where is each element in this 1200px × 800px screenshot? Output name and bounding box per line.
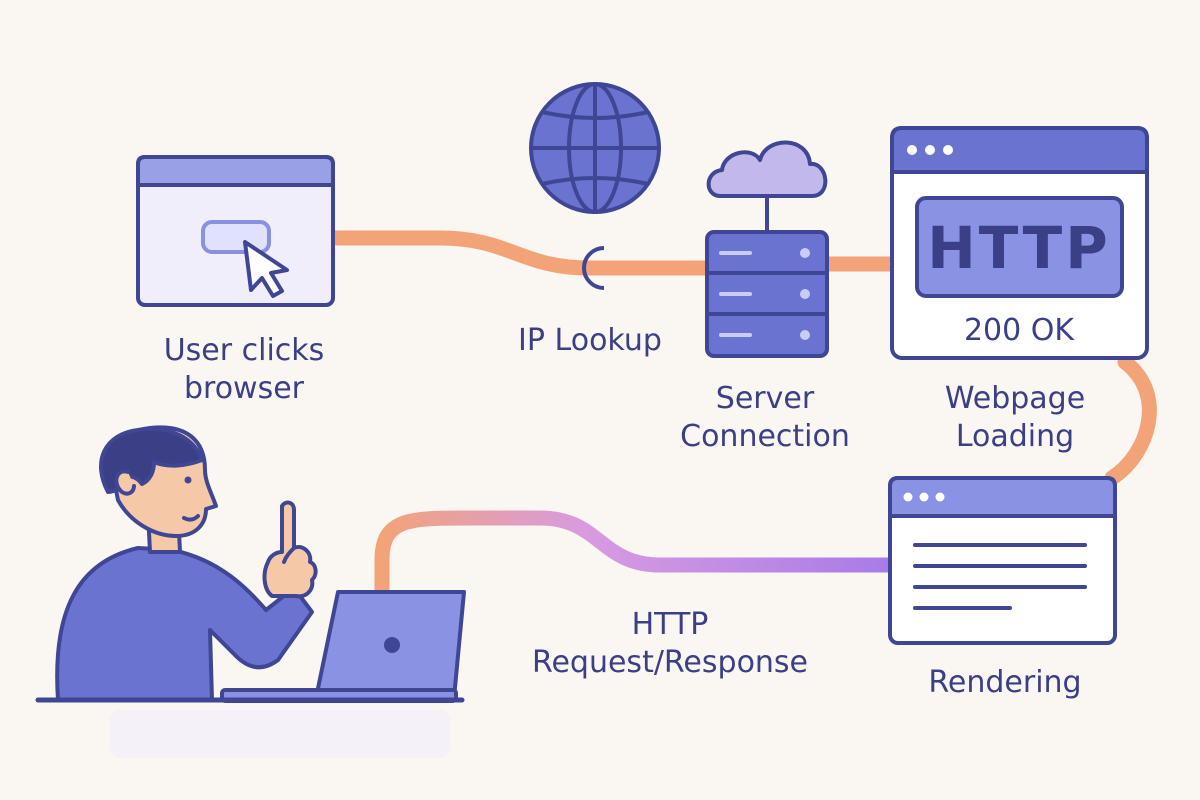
connector-browser-to-server (324, 230, 718, 276)
label-webpage-loading: Webpage Loading (900, 380, 1130, 456)
connectors (324, 230, 1157, 606)
label-webpage-line1: Webpage (944, 381, 1086, 416)
http-badge (915, 196, 1124, 298)
label-server-line1: Server (715, 381, 815, 416)
laptop-logo-icon (384, 637, 400, 653)
cursor-icon (243, 240, 289, 298)
person-illustration (35, 425, 466, 758)
browser-window-icon (136, 155, 335, 307)
label-webpage-line2: Loading (955, 419, 1075, 454)
label-user-clicks: User clicks browser (124, 332, 364, 408)
label-server-line2: Connection (680, 419, 850, 454)
label-ip-lookup-text: IP Lookup (518, 323, 662, 358)
person-eye (184, 476, 192, 484)
label-user-clicks-line1: User clicks (163, 333, 325, 368)
person-ear (114, 469, 136, 496)
connector-laptop-to-rendering (374, 510, 898, 606)
connector-webpage-to-rendering (1104, 354, 1157, 486)
status-text: 200 OK (964, 313, 1075, 348)
label-rendering: Rendering (900, 664, 1110, 702)
label-server-connection: Server Connection (645, 380, 885, 456)
globe-icon (529, 82, 661, 214)
button-icon (201, 220, 271, 254)
http-badge-text: HTTP (927, 214, 1111, 282)
label-user-clicks-line2: browser (183, 371, 305, 406)
person-torso (55, 546, 314, 702)
cloud-icon (706, 140, 828, 198)
server-icon (705, 230, 829, 358)
label-http-line2: Request/Response (531, 645, 809, 680)
label-ip-lookup: IP Lookup (490, 322, 690, 360)
rendering-window-icon (888, 476, 1117, 645)
desk-shadow (110, 710, 450, 758)
label-http-request-response: HTTP Request/Response (520, 606, 820, 682)
person-mouth (182, 514, 200, 522)
lookup-ring-icon (582, 246, 605, 290)
webpage-window-icon (890, 126, 1149, 360)
label-rendering-text: Rendering (928, 665, 1082, 700)
label-http-line1: HTTP (631, 607, 709, 642)
